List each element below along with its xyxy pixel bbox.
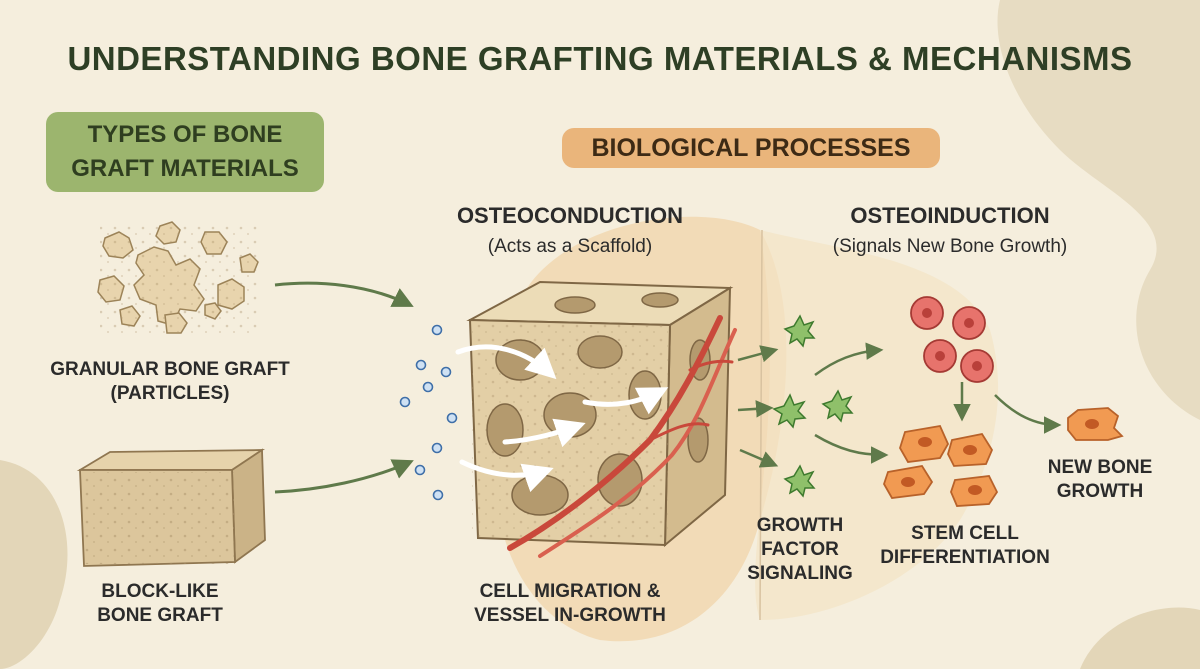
bg-blob-left [0, 460, 68, 669]
processes-badge-bg [562, 128, 940, 168]
granular-label: GRANULAR BONE GRAFT (PARTICLES) [20, 358, 320, 406]
cell-flow-arrows [455, 344, 669, 493]
new-bone-line2: GROWTH [1056, 481, 1144, 502]
zone-divider [759, 229, 763, 621]
migrating-cells [399, 324, 458, 501]
signal-arrows [737, 342, 1062, 468]
granular-label-line2: (PARTICLES) [110, 383, 230, 404]
growth-factor-line2: FACTOR [761, 539, 839, 560]
growth-factor-line1: GROWTH [756, 515, 844, 536]
block-label-line2: BONE GRAFT [97, 605, 223, 626]
stem-cells [910, 296, 994, 383]
new-bone-label: NEW BONE GROWTH [1030, 456, 1170, 504]
stem-cell-line1: STEM CELL [911, 523, 1019, 544]
osteoinduction-zone [755, 230, 999, 620]
porous-scaffold [466, 280, 734, 548]
bg-blob-bottom-right [1080, 607, 1200, 669]
granular-label-line1: GRANULAR BONE GRAFT [50, 359, 290, 380]
stem-cell-line2: DIFFERENTIATION [880, 547, 1050, 568]
page-title: UNDERSTANDING BONE GRAFTING MATERIALS & … [67, 40, 1133, 77]
osteoconduction-subtitle: (Acts as a Scaffold) [487, 236, 653, 257]
processes-badge: BIOLOGICAL PROCESSES [591, 134, 911, 162]
growth-factor-label: GROWTH FACTOR SIGNALING [740, 514, 860, 586]
blood-vessels [507, 315, 737, 558]
migration-label: CELL MIGRATION & VESSEL IN-GROWTH [430, 580, 710, 628]
osteoinduction-subtitle: (Signals New Bone Growth) [832, 236, 1068, 257]
migration-label-line1: CELL MIGRATION & [479, 581, 661, 602]
arrow-granular-to-scaffold [274, 281, 414, 307]
migration-label-line2: VESSEL IN-GROWTH [474, 605, 666, 626]
stem-cell-label: STEM CELL DIFFERENTIATION [850, 522, 1080, 570]
growth-factor-line3: SIGNALING [747, 563, 853, 584]
granular-texture [100, 222, 260, 334]
bg-blob-right [997, 0, 1200, 420]
types-badge-line2: GRAFT MATERIALS [71, 155, 299, 182]
types-badge: TYPES OF BONE GRAFT MATERIALS [46, 118, 324, 186]
block-label: BLOCK-LIKE BONE GRAFT [40, 580, 280, 628]
differentiated-cells [883, 424, 999, 507]
osteoconduction-title: OSTEOCONDUCTION [456, 203, 684, 228]
new-bone-line1: NEW BONE [1047, 457, 1153, 478]
types-badge-bg [46, 112, 324, 192]
arrow-block-to-scaffold [274, 459, 414, 494]
types-badge-line1: TYPES OF BONE [87, 121, 283, 148]
block-label-line1: BLOCK-LIKE [101, 581, 219, 602]
growth-factors [772, 314, 854, 498]
osteoinduction-title: OSTEOINDUCTION [850, 203, 1050, 228]
new-bone-cell [1067, 407, 1124, 441]
block-graft [76, 448, 266, 567]
